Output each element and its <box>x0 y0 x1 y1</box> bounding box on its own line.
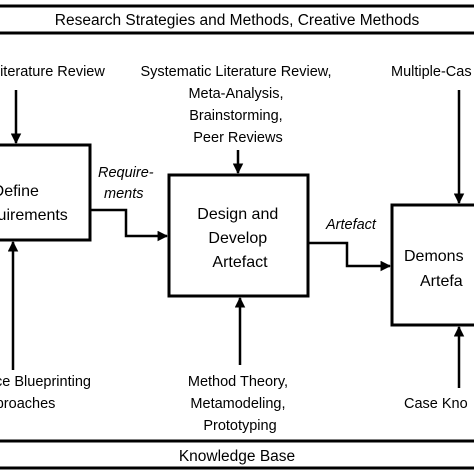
edge-label-requirements-line: Require- <box>98 165 154 181</box>
box-design-label-line: Design and <box>197 206 278 223</box>
bottom-banner-label: Knowledge Base <box>179 448 295 465</box>
input-methods-top-line: Brainstorming, <box>189 108 282 124</box>
edge-label-requirements-line: ments <box>104 186 144 202</box>
edge-label-requirements: Require- ments <box>98 165 158 202</box>
top-banner-label: Research Strategies and Methods, Creativ… <box>55 12 420 29</box>
box-define-label-line: Requirements <box>0 207 68 224</box>
input-case-knowledge: Case Kno <box>404 396 468 412</box>
input-multiple-case: Multiple-Cas <box>391 64 472 80</box>
box-demonstrate-label-line: Demons <box>404 248 464 265</box>
box-demonstrate-label: Demons Artefa <box>404 248 468 290</box>
input-service-blueprinting-line: Approaches <box>0 396 55 412</box>
box-design-label-line: Develop <box>208 230 267 247</box>
input-methods-bottom: Method Theory, Metamodeling, Prototyping <box>188 374 292 434</box>
box-demonstrate-label-line: Artefa <box>420 273 463 290</box>
box-design-label-line: Artefact <box>212 254 268 271</box>
input-literature-review: Literature Review <box>0 64 105 80</box>
box-demonstrate <box>390 203 474 327</box>
outer-frame <box>0 4 474 470</box>
box-design-label: Design and Develop Artefact <box>197 206 282 271</box>
input-service-blueprinting: Service Blueprinting Approaches <box>0 374 95 412</box>
input-methods-top-line: Peer Reviews <box>193 130 282 146</box>
box-define-label-line: Define <box>0 183 39 200</box>
input-methods-top-line: Meta-Analysis, <box>188 86 283 102</box>
input-service-blueprinting-line: Service Blueprinting <box>0 374 91 390</box>
input-methods-bottom-line: Method Theory, <box>188 374 288 390</box>
input-methods-top-line: Systematic Literature Review, <box>140 64 331 80</box>
box-define-requirements <box>0 143 92 242</box>
box-define-label: Define Requirements <box>0 183 68 224</box>
input-methods-top: Systematic Literature Review, Meta-Analy… <box>140 64 335 146</box>
input-methods-bottom-line: Metamodeling, <box>190 396 285 412</box>
edge-label-artefact: Artefact <box>325 217 377 233</box>
arrow-define-to-design <box>90 208 169 242</box>
box-design-develop <box>167 173 310 298</box>
arrow-design-to-demonstrate <box>308 241 392 272</box>
input-methods-bottom-line: Prototyping <box>203 418 276 434</box>
